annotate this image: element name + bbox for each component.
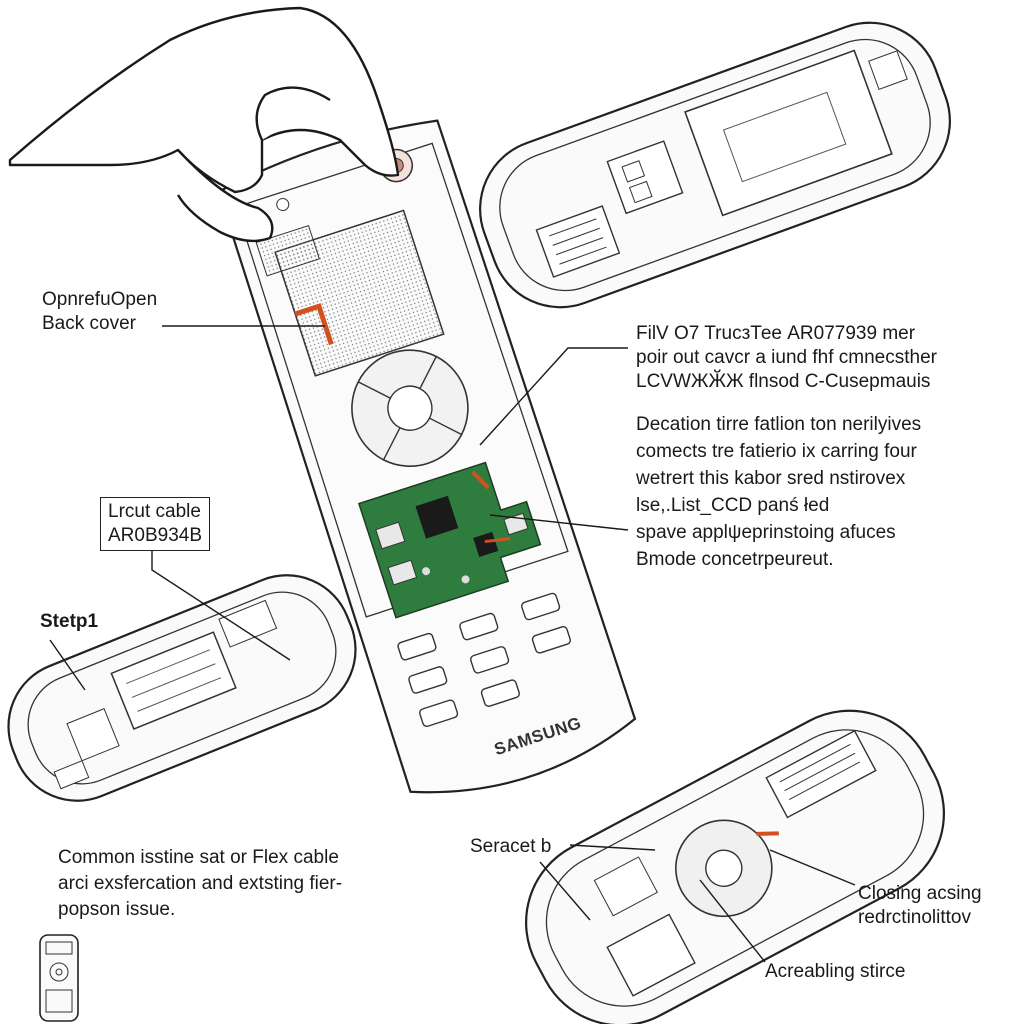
label-common-issue-line-1: Common isstine sat or Flex cable [58, 847, 339, 868]
label-common-issue: Common isstine sat or Flex cable arci ex… [58, 845, 342, 923]
label-explanation-line-2: comects tre fatierio ix carring four [636, 441, 917, 462]
label-description-line-1: FilV O7 TrucзТее AR077939 mer [636, 323, 916, 344]
label-explanation-line-1: Decation tirre fatlion ton nerilyives [636, 414, 922, 435]
dpad-icon [351, 349, 469, 467]
hand-icon [8, 6, 400, 243]
label-step: Stetp1 [40, 611, 99, 632]
remote-thumbnail-icon [39, 934, 79, 1022]
label-common-issue-line-2: arci exsfercation and extsting fier- [58, 873, 343, 894]
label-description: FilV O7 TrucзТее AR077939 mer poir out c… [636, 322, 937, 394]
label-cable-box: Lrcut cable AR0B934B [100, 497, 211, 551]
label-seracet: Seracet b [470, 836, 552, 857]
label-description-line-2: poir out cavcr a iund fhf cmnecsther [636, 347, 937, 368]
pcb-icon [357, 461, 542, 619]
remote-bottom-left [7, 574, 357, 802]
label-acreabling: Acreabling stirce [765, 961, 906, 982]
label-cable-line-1: Lrcut cable [108, 501, 201, 522]
label-explanation-line-5: spave applψeprinstoing afuces [636, 522, 896, 543]
label-open-back-cover-line-2: Back cover [42, 313, 136, 334]
label-description-line-3: LCVWЖӁЖ flnsod C-Cusepmauis [636, 371, 931, 392]
flex-cable-icon [294, 303, 334, 346]
main-remote: SAMSUNG [217, 119, 637, 794]
remote-bottom-right [525, 709, 945, 1024]
label-common-issue-line-3: popson issue. [58, 899, 176, 920]
label-explanation-line-3: wetrert this kabor sred nstirovex [636, 468, 906, 489]
label-explanation-line-6: Bmode concetrpeureut. [636, 549, 834, 570]
label-closing-line-2: redrctinolittov [858, 907, 971, 928]
label-explanation-line-4: lse,.List_CCD panś łed [636, 495, 830, 516]
remote-top-right [479, 21, 951, 309]
label-closing-line-1: Closing acsing [858, 883, 982, 904]
label-closing: Closing acsing redrctinolittov [858, 882, 982, 930]
leader-lines [49, 325, 856, 963]
label-open-back-cover-line-1: OpnrefuOpen [42, 289, 158, 310]
label-cable-line-2: AR0B934B [108, 525, 203, 546]
label-explanation: Decation tirre fatlion ton nerilyives co… [636, 411, 921, 573]
label-open-back-cover: OpnrefuOpen Back cover [42, 288, 157, 336]
keypad-icon [397, 592, 571, 728]
